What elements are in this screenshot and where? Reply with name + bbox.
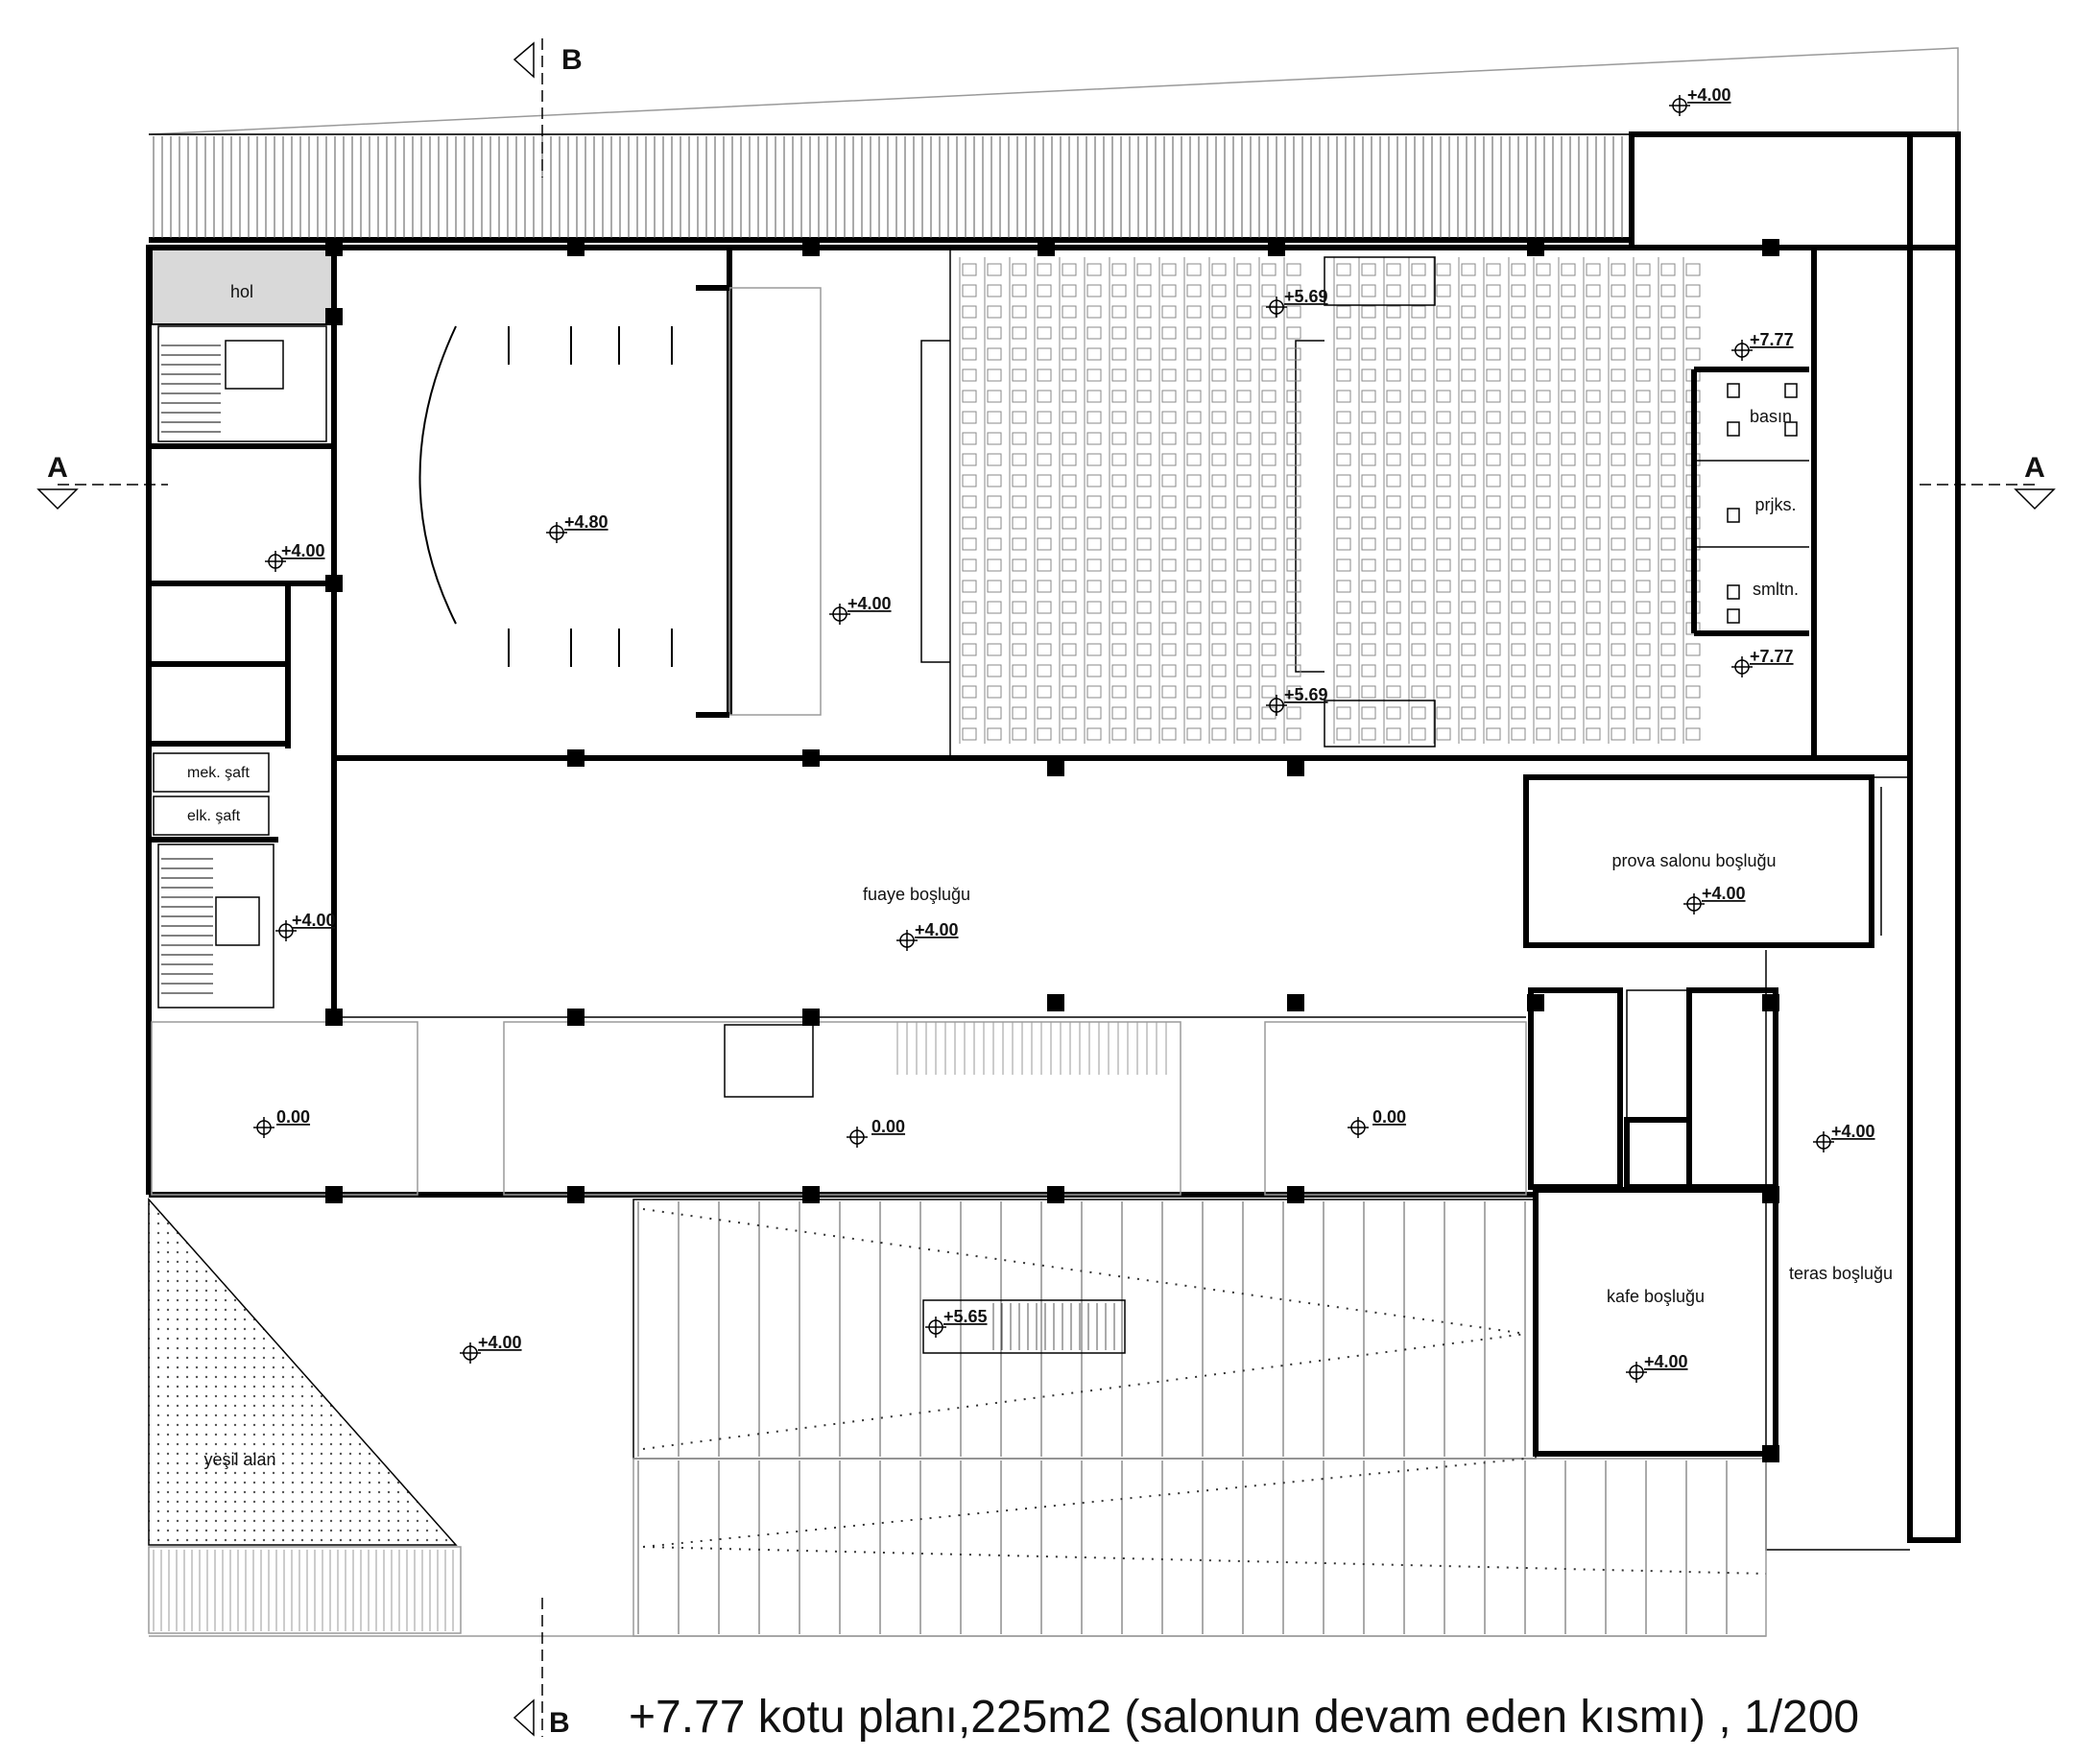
booth: [1691, 367, 1809, 636]
room-label-prova: prova salonu boşluğu: [1611, 851, 1776, 870]
room-label-mek-saft: mek. şaft: [187, 765, 250, 781]
room-label-elk-saft: elk. şaft: [187, 808, 241, 824]
section-mark-b-bottom: B: [549, 1707, 570, 1739]
room-label-fuaye: fuaye boşluğu: [863, 885, 970, 904]
elev-hall-bottom: +5.69: [1284, 685, 1328, 704]
elev-ground-right: 0.00: [1372, 1107, 1406, 1127]
room-label-smltn: smltn.: [1753, 580, 1799, 599]
elev-terrace-left: +4.00: [478, 1333, 522, 1352]
elev-top-right: +4.00: [1687, 85, 1731, 105]
top-canopy: [148, 47, 1959, 243]
stage: [334, 248, 950, 761]
elev-prova: +4.00: [1702, 884, 1746, 903]
elev-kafe: +4.00: [1644, 1352, 1688, 1371]
foyer: [151, 774, 1882, 1196]
room-label-prjks: prjks.: [1754, 495, 1796, 514]
green-area: [148, 1198, 1766, 1637]
structural-columns: [325, 239, 1779, 1462]
elev-stage-front: +4.00: [847, 594, 892, 613]
left-core: [149, 249, 337, 1017]
elev-booth-top: +7.77: [1750, 330, 1794, 349]
elev-stage: +4.80: [564, 512, 609, 532]
room-label-hol: hol: [230, 282, 253, 301]
section-mark-a-left: A: [47, 452, 68, 484]
plan-caption: +7.77 kotu planı,225m2 (salonun devam ed…: [629, 1692, 1859, 1743]
elev-steps-stair: +5.65: [943, 1307, 988, 1326]
section-mark-a-right: A: [2024, 452, 2045, 484]
elev-fuaye: +4.00: [915, 920, 959, 939]
elev-left-corridor: +4.00: [281, 541, 325, 560]
section-lines: [36, 38, 2056, 1737]
right-lower: [1528, 950, 1910, 1551]
room-label-kafe: kafe boşluğu: [1607, 1287, 1705, 1306]
elev-hall-top: +5.69: [1284, 287, 1328, 306]
elevation-markers: +4.00 +4.00 +4.80 +4.00 +5.69 +5.69 +7.7…: [252, 85, 1875, 1384]
section-mark-b-top: B: [561, 44, 583, 76]
room-label-basin: basın: [1750, 407, 1792, 426]
elev-ground-left: 0.00: [276, 1107, 310, 1127]
elev-teras: +4.00: [1831, 1122, 1875, 1141]
elev-ground-mid: 0.00: [871, 1117, 905, 1136]
elev-booth-bottom: +7.77: [1750, 647, 1794, 666]
auditorium: [920, 248, 1814, 761]
elev-left-lower-stair: +4.00: [292, 911, 336, 930]
lower-steps: [632, 1199, 1767, 1637]
room-label-teras: teras boşluğu: [1789, 1264, 1893, 1283]
room-label-yesil: yeşil alan: [203, 1450, 275, 1469]
